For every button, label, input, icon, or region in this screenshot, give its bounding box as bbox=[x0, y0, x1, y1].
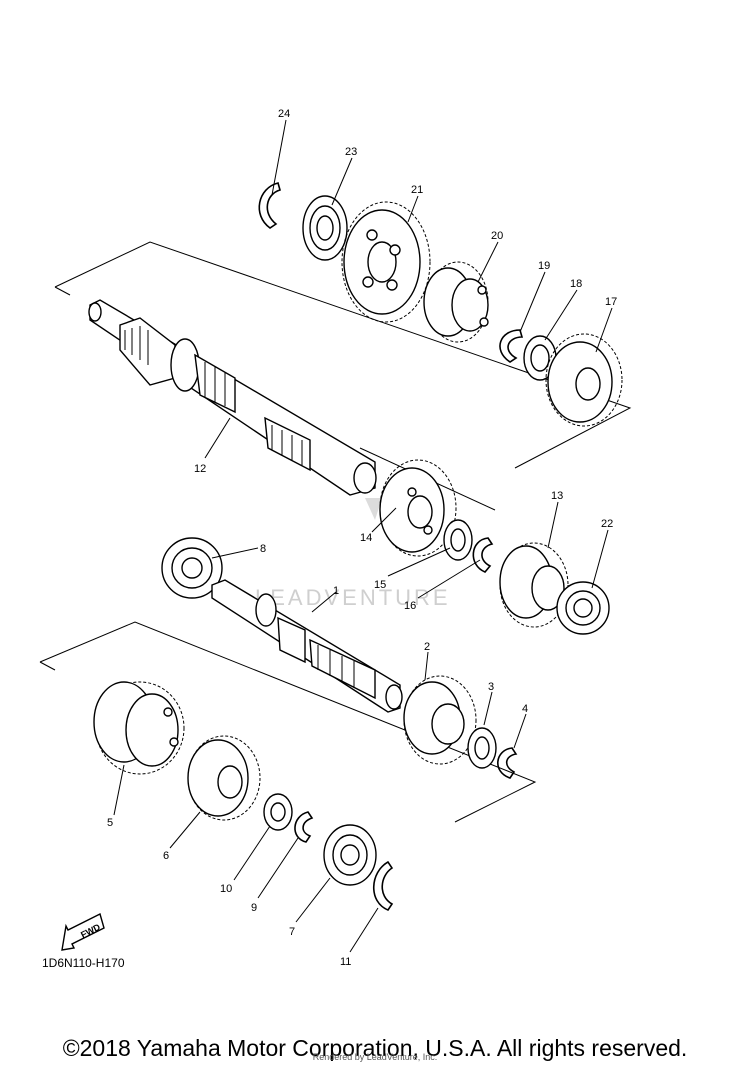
gear-21 bbox=[341, 201, 431, 323]
washer-15 bbox=[443, 519, 473, 561]
circlip-9 bbox=[294, 811, 314, 843]
callout-1: 1 bbox=[333, 585, 339, 597]
callout-21: 21 bbox=[411, 184, 423, 196]
callout-20: 20 bbox=[491, 230, 503, 242]
callout-13: 13 bbox=[551, 490, 563, 502]
circlip-16 bbox=[472, 537, 494, 573]
rendered-by-notice: Rendered by LeadVenture, Inc. bbox=[312, 1052, 438, 1062]
watermark-text: LEADVENTURE bbox=[255, 585, 451, 610]
copyright-notice: ©2018 Yamaha Motor Corporation, U.S.A. A… bbox=[62, 1035, 688, 1061]
callout-2: 2 bbox=[424, 641, 430, 653]
callout-8: 8 bbox=[260, 543, 266, 555]
callout-12: 12 bbox=[194, 463, 206, 475]
callout-22: 22 bbox=[601, 518, 613, 530]
callout-7: 7 bbox=[289, 926, 295, 938]
washer-10 bbox=[263, 793, 293, 831]
circlip-24 bbox=[258, 182, 281, 229]
callout-23: 23 bbox=[345, 146, 357, 158]
gear-17 bbox=[545, 333, 623, 427]
main-axle-12 bbox=[88, 299, 377, 496]
gear-5 bbox=[93, 681, 185, 775]
diagram-code: 1D6N110-H170 bbox=[42, 956, 125, 970]
gear-13 bbox=[499, 542, 569, 628]
gear-2 bbox=[403, 675, 477, 765]
washer-18 bbox=[523, 335, 557, 381]
callout-5: 5 bbox=[107, 817, 113, 829]
gear-14 bbox=[379, 459, 457, 557]
callout-4: 4 bbox=[522, 703, 528, 715]
bearing-23 bbox=[302, 195, 348, 261]
gear-6 bbox=[187, 735, 261, 821]
circlip-19 bbox=[499, 329, 524, 363]
callout-3: 3 bbox=[488, 681, 494, 693]
callout-9: 9 bbox=[251, 902, 257, 914]
callout-19: 19 bbox=[538, 260, 550, 272]
circlip-11 bbox=[373, 860, 394, 911]
fwd-arrow-icon: FWD bbox=[61, 912, 105, 951]
watermark: LEADVENTURE bbox=[255, 498, 451, 610]
circlip-4 bbox=[497, 747, 518, 779]
callout-18: 18 bbox=[570, 278, 582, 290]
drive-axle-1 bbox=[211, 579, 403, 713]
leader-lines bbox=[113, 119, 613, 953]
callout-11: 11 bbox=[340, 956, 351, 968]
callout-10: 10 bbox=[220, 883, 232, 895]
callout-17: 17 bbox=[605, 296, 617, 308]
callout-16: 16 bbox=[404, 600, 416, 612]
callout-6: 6 bbox=[163, 850, 169, 862]
bearing-7 bbox=[323, 824, 377, 886]
callout-24: 24 bbox=[278, 108, 290, 120]
gear-20 bbox=[423, 261, 489, 343]
bearing-8 bbox=[161, 537, 223, 599]
callout-labels: 24 23 21 20 19 18 17 12 13 22 8 14 15 16… bbox=[107, 108, 617, 968]
lower-assembly-frame bbox=[39, 621, 537, 823]
callout-14: 14 bbox=[360, 532, 372, 544]
bearing-22 bbox=[556, 581, 610, 635]
washer-3 bbox=[467, 727, 497, 769]
callout-15: 15 bbox=[374, 579, 386, 591]
